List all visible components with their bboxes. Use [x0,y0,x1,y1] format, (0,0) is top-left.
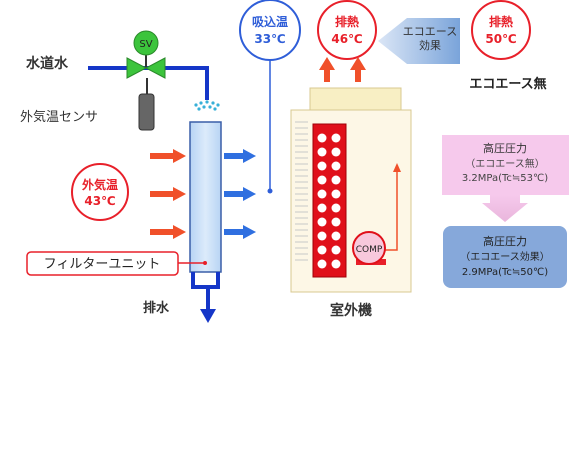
sv-label: SV [139,39,152,50]
drain-pipe [191,272,220,323]
condenser-coil-tubes [317,133,341,269]
pressure-none-value: 3.2MPa(Tc≒53℃) [462,173,548,184]
exhaust-arrow [350,57,366,82]
cooled-air-arrow [224,149,256,163]
exhaust-none-value: 50℃ [485,32,516,46]
outdoor-unit [290,87,412,293]
filter-label: フィルターユニット [44,257,161,272]
exhaust-effect-value: 46℃ [331,32,362,46]
water-label: 水道水 [26,55,69,72]
ecoace-effect-arrow [378,18,460,64]
ecoace-effect-line2: 効果 [419,38,441,52]
pressure-effect-box [443,226,567,288]
intake-temp-label: 吸込温 [252,14,288,29]
pressure-effect-value: 2.9MPa(Tc≒50℃) [462,267,548,278]
solenoid-valve [126,30,166,79]
outside-temp-sensor [138,78,155,131]
pressure-none-title: 高圧圧力 [483,141,527,155]
pressure-none-box [442,135,569,195]
exhaust-arrows [319,57,366,82]
outside-air-arrow [150,187,186,201]
exhaust-none-label: 排熱 [489,14,513,29]
outside-temp-bubble [71,163,129,221]
pressure-effect-title: 高圧圧力 [483,234,527,248]
sensor-label: 外気温センサ [20,109,98,125]
cooled-air-arrow [224,225,256,239]
drain-label: 排水 [143,300,170,316]
outside-temp-value: 43℃ [84,194,115,208]
outside-air-arrows [150,149,186,239]
comp-label: COMP [356,245,383,255]
outside-air-arrow [150,149,186,163]
outside-air-arrow [150,225,186,239]
side-vent [295,121,308,261]
exhaust-effect-label: 排熱 [335,14,359,29]
pressure-none-sub: （エコエース無） [465,157,545,170]
exhaust-effect-bubble [317,0,377,60]
outside-temp-label: 外気温 [82,177,118,192]
no-ecoace-label: エコエース無 [469,76,546,92]
filter-callout [26,251,205,276]
pressure-reduction-arrow [482,195,528,222]
intake-temp-bubble [239,0,301,194]
exhaust-none-bubble [471,0,531,60]
filter-unit [189,121,222,273]
intake-temp-value: 33℃ [254,32,285,46]
cooled-air-arrows [224,149,256,239]
exhaust-arrow [319,57,335,82]
spray-nozzle [194,100,220,111]
outdoor-unit-label: 室外機 [330,302,372,319]
cooled-air-arrow [224,187,256,201]
pressure-effect-sub: （エコエース効果） [460,250,550,263]
ecoace-effect-line1: エコエース [403,25,457,38]
